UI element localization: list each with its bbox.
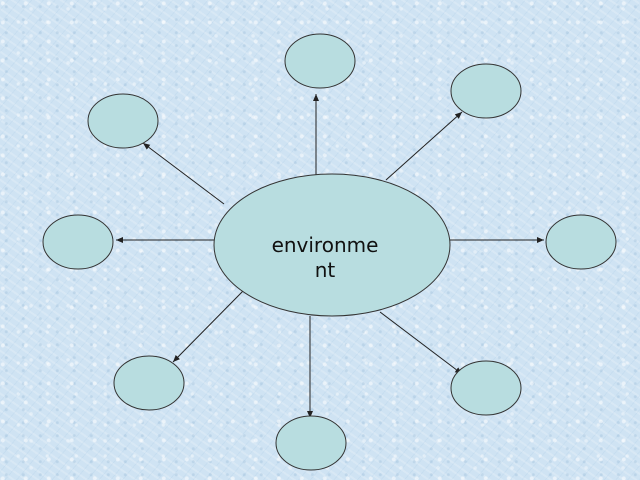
node-bottom (275, 415, 347, 471)
node-upper-right (450, 63, 522, 119)
node-lower-right (450, 360, 522, 416)
center-node (213, 173, 451, 317)
connector-lower-right (379, 311, 463, 375)
node-lower-left (113, 355, 185, 411)
node-upper-left (87, 93, 159, 149)
node-right (545, 214, 617, 270)
center-node-label: environme nt (271, 233, 379, 282)
node-top (284, 33, 356, 89)
connector-lower-left (172, 289, 245, 363)
connector-upper-right (385, 111, 463, 181)
connector-upper-left (142, 142, 225, 205)
node-left (42, 214, 114, 270)
